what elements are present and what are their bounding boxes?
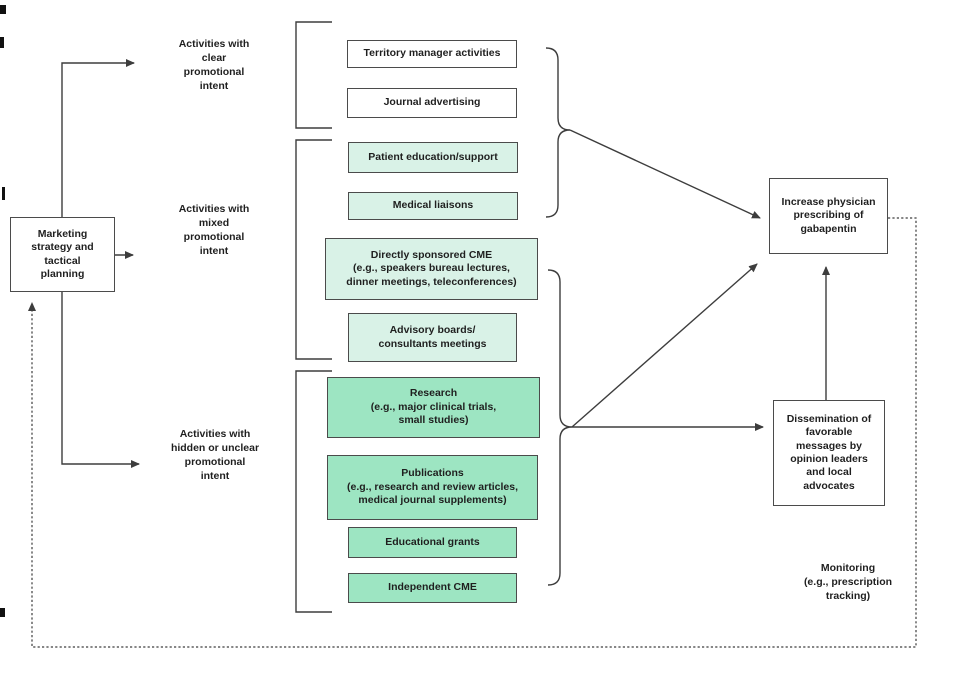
label-monitoring: Monitoring (e.g., prescription tracking): [803, 562, 893, 602]
label-activities-mixed: Activities with mixed promotional intent: [178, 203, 250, 257]
node-territory-manager-activities: Territory manager activities: [347, 40, 517, 68]
node-educational-grants: Educational grants: [348, 527, 517, 558]
arrow-brace2-to-prescribing: [571, 263, 758, 428]
node-dissemination-messages: Dissemination of favorable messages by o…: [773, 400, 885, 506]
bracket-clear-group: [295, 21, 332, 129]
arrow-brace1-to-prescribing: [569, 129, 761, 219]
node-patient-education-support: Patient education/support: [348, 142, 518, 173]
bracket-hidden-group: [295, 370, 332, 613]
node-advisory-boards: Advisory boards/ consultants meetings: [348, 313, 517, 362]
node-independent-cme: Independent CME: [348, 573, 517, 603]
node-research: Research (e.g., major clinical trials, s…: [327, 377, 540, 438]
node-directly-sponsored-cme: Directly sponsored CME (e.g., speakers b…: [325, 238, 538, 300]
brace-scientific-group: [547, 269, 573, 586]
node-journal-advertising: Journal advertising: [347, 88, 517, 118]
dotted-monitoring-loop: [28, 217, 917, 648]
bracket-mixed-group: [295, 139, 332, 360]
arrow-to-clear-label: [61, 59, 135, 217]
label-activities-hidden: Activities with hidden or unclear promot…: [170, 428, 260, 482]
node-increase-prescribing: Increase physician prescribing of gabape…: [769, 178, 888, 254]
node-publications: Publications (e.g., research and review …: [327, 455, 538, 520]
node-medical-liaisons: Medical liaisons: [348, 192, 518, 220]
edge-artifacts: [0, 5, 6, 617]
label-activities-clear: Activities with clear promotional intent: [178, 38, 250, 92]
node-marketing-strategy: Marketing strategy and tactical planning: [10, 217, 115, 292]
arrow-to-hidden-label: [61, 292, 140, 468]
brace-promotional-group: [545, 47, 571, 218]
